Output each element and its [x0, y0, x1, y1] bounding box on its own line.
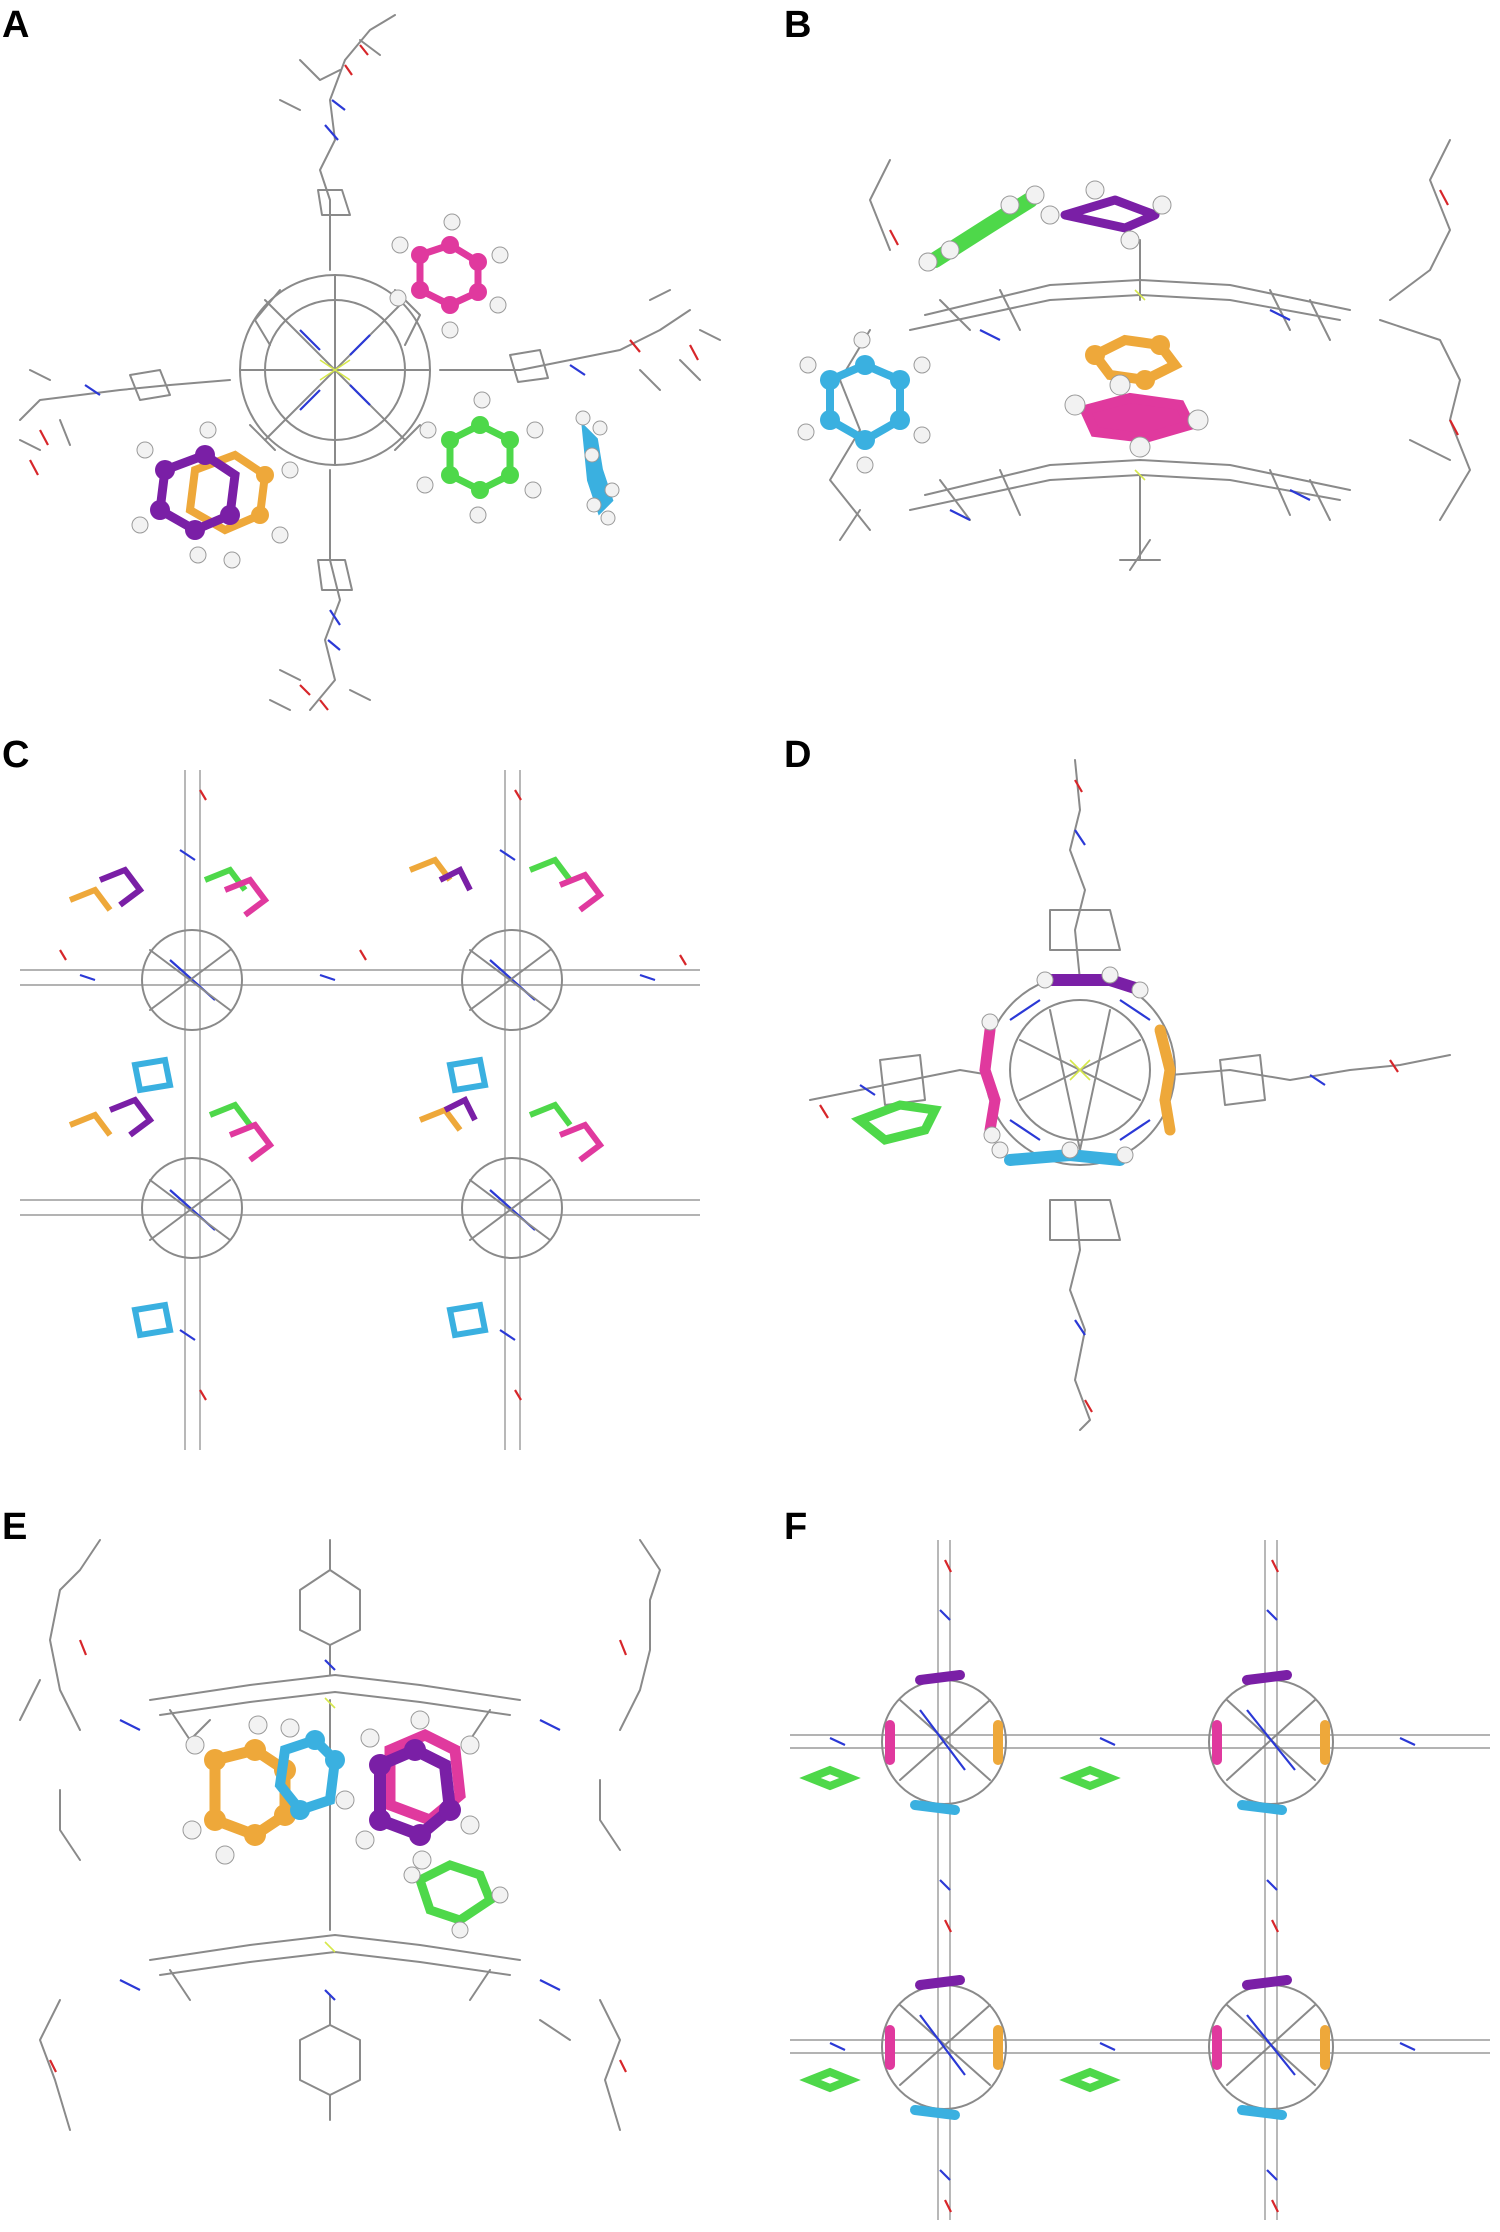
porphyrin-framework-d	[809, 759, 1451, 1431]
guest-magenta-b	[1064, 374, 1209, 458]
panel-label-d: D	[784, 734, 812, 776]
guests-c	[68, 856, 605, 1339]
guest-blue	[575, 410, 620, 526]
framework-grid-f	[790, 1540, 1490, 2220]
guests-d	[851, 966, 1176, 1166]
panel-d: D	[750, 730, 1500, 1480]
panel-b: B	[750, 0, 1500, 730]
guest-green-b	[918, 185, 1045, 272]
panel-d-structure	[809, 759, 1451, 1431]
porphyrin-framework	[19, 14, 721, 711]
guest-green	[416, 391, 544, 524]
panel-a-structure	[19, 14, 721, 711]
guest-green-e	[403, 1860, 509, 1939]
guest-purple-magenta-e	[355, 1710, 480, 1870]
panel-c-structure	[20, 770, 700, 1450]
guests-f	[799, 1670, 1330, 2120]
guest-blue-e	[274, 1718, 355, 1820]
guest-purple-b	[1040, 180, 1172, 250]
panel-label-b: B	[784, 4, 812, 46]
guest-magenta	[389, 213, 509, 339]
panel-f: F	[750, 1480, 1500, 2232]
panel-label-f: F	[784, 1506, 808, 1548]
panel-a: A	[0, 0, 750, 730]
panel-label-c: C	[2, 734, 30, 776]
panel-b-structure	[797, 139, 1471, 571]
panel-c: C	[0, 730, 750, 1480]
guest-blue-b	[797, 331, 931, 474]
panel-f-structure	[790, 1540, 1490, 2220]
porphyrin-cage-e	[19, 1539, 661, 2131]
panel-label-e: E	[2, 1506, 28, 1548]
porphyrin-cage	[829, 139, 1471, 571]
panel-e-structure	[19, 1539, 661, 2131]
guest-purple-orange	[131, 421, 299, 569]
panel-label-a: A	[2, 4, 30, 46]
framework-grid	[20, 770, 700, 1450]
guest-orange-b	[1085, 334, 1183, 390]
panel-e: E	[0, 1480, 750, 2232]
